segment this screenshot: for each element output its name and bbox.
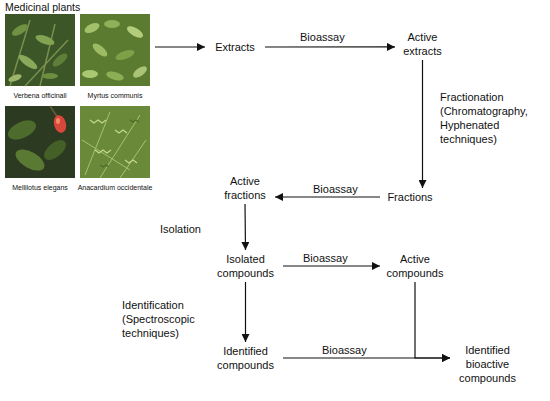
step-label: Fractions <box>387 190 432 204</box>
flow-arrow <box>422 60 423 188</box>
plant-photo: Verbena officinali <box>5 14 75 100</box>
plant-group: Medicinal plantsVerbena officinali Myrtus… <box>0 0 155 196</box>
plant-photo: Mellilotus elegans <box>5 106 75 192</box>
step-label: Active compounds <box>380 252 450 280</box>
process-step: Identified bioactive compounds <box>450 340 525 388</box>
edge-label: Isolation <box>160 222 220 236</box>
anacardium-photo <box>80 106 150 178</box>
step-label: Extracts <box>215 40 255 54</box>
edge-label: Bioassay <box>313 182 373 196</box>
step-label: Active fractions <box>215 174 275 202</box>
process-step: Active compounds <box>380 250 450 282</box>
step-label: Identified compounds <box>208 344 283 372</box>
process-step: Active fractions <box>215 172 275 204</box>
flow-arrow <box>244 204 246 250</box>
plant-name: Mellilotus elegans <box>12 183 68 192</box>
flow-arrow <box>275 196 380 197</box>
myrtus-photo <box>80 14 150 86</box>
process-step: Active extracts <box>395 28 450 60</box>
step-label: Isolated compounds <box>208 252 283 280</box>
step-label: Identified bioactive compounds <box>450 343 525 385</box>
group-title: Medicinal plants <box>5 1 80 13</box>
process-step: Isolated compounds <box>208 250 283 282</box>
edge-label: Bioassay <box>300 30 360 44</box>
flow-arrow <box>265 46 395 47</box>
verbena-photo <box>5 14 75 86</box>
plant-name: Myrtus communis <box>88 91 143 100</box>
plant-name: Anacardium occidentale <box>78 183 153 192</box>
flow-arrow <box>283 265 380 266</box>
plant-photo: Anacardium occidentale <box>80 106 150 192</box>
flow-arrow <box>415 282 450 358</box>
process-step: Fractions <box>380 188 440 206</box>
edge-label: Identification (Spectroscopic techniques… <box>122 298 207 340</box>
step-label: Active extracts <box>395 30 450 58</box>
edge-label: Bioassay <box>322 343 382 357</box>
process-step: Identified compounds <box>208 342 283 374</box>
flow-arrow <box>155 46 205 47</box>
mellilotus-photo <box>5 106 75 178</box>
plant-name: Verbena officinali <box>13 91 66 100</box>
edge-label: Fractionation (Chromatography, Hyphenate… <box>440 90 540 146</box>
flow-arrow <box>245 282 246 342</box>
plant-photo: Myrtus communis <box>80 14 150 100</box>
process-step: Extracts <box>205 38 265 56</box>
edge-label: Bioassay <box>303 251 363 265</box>
